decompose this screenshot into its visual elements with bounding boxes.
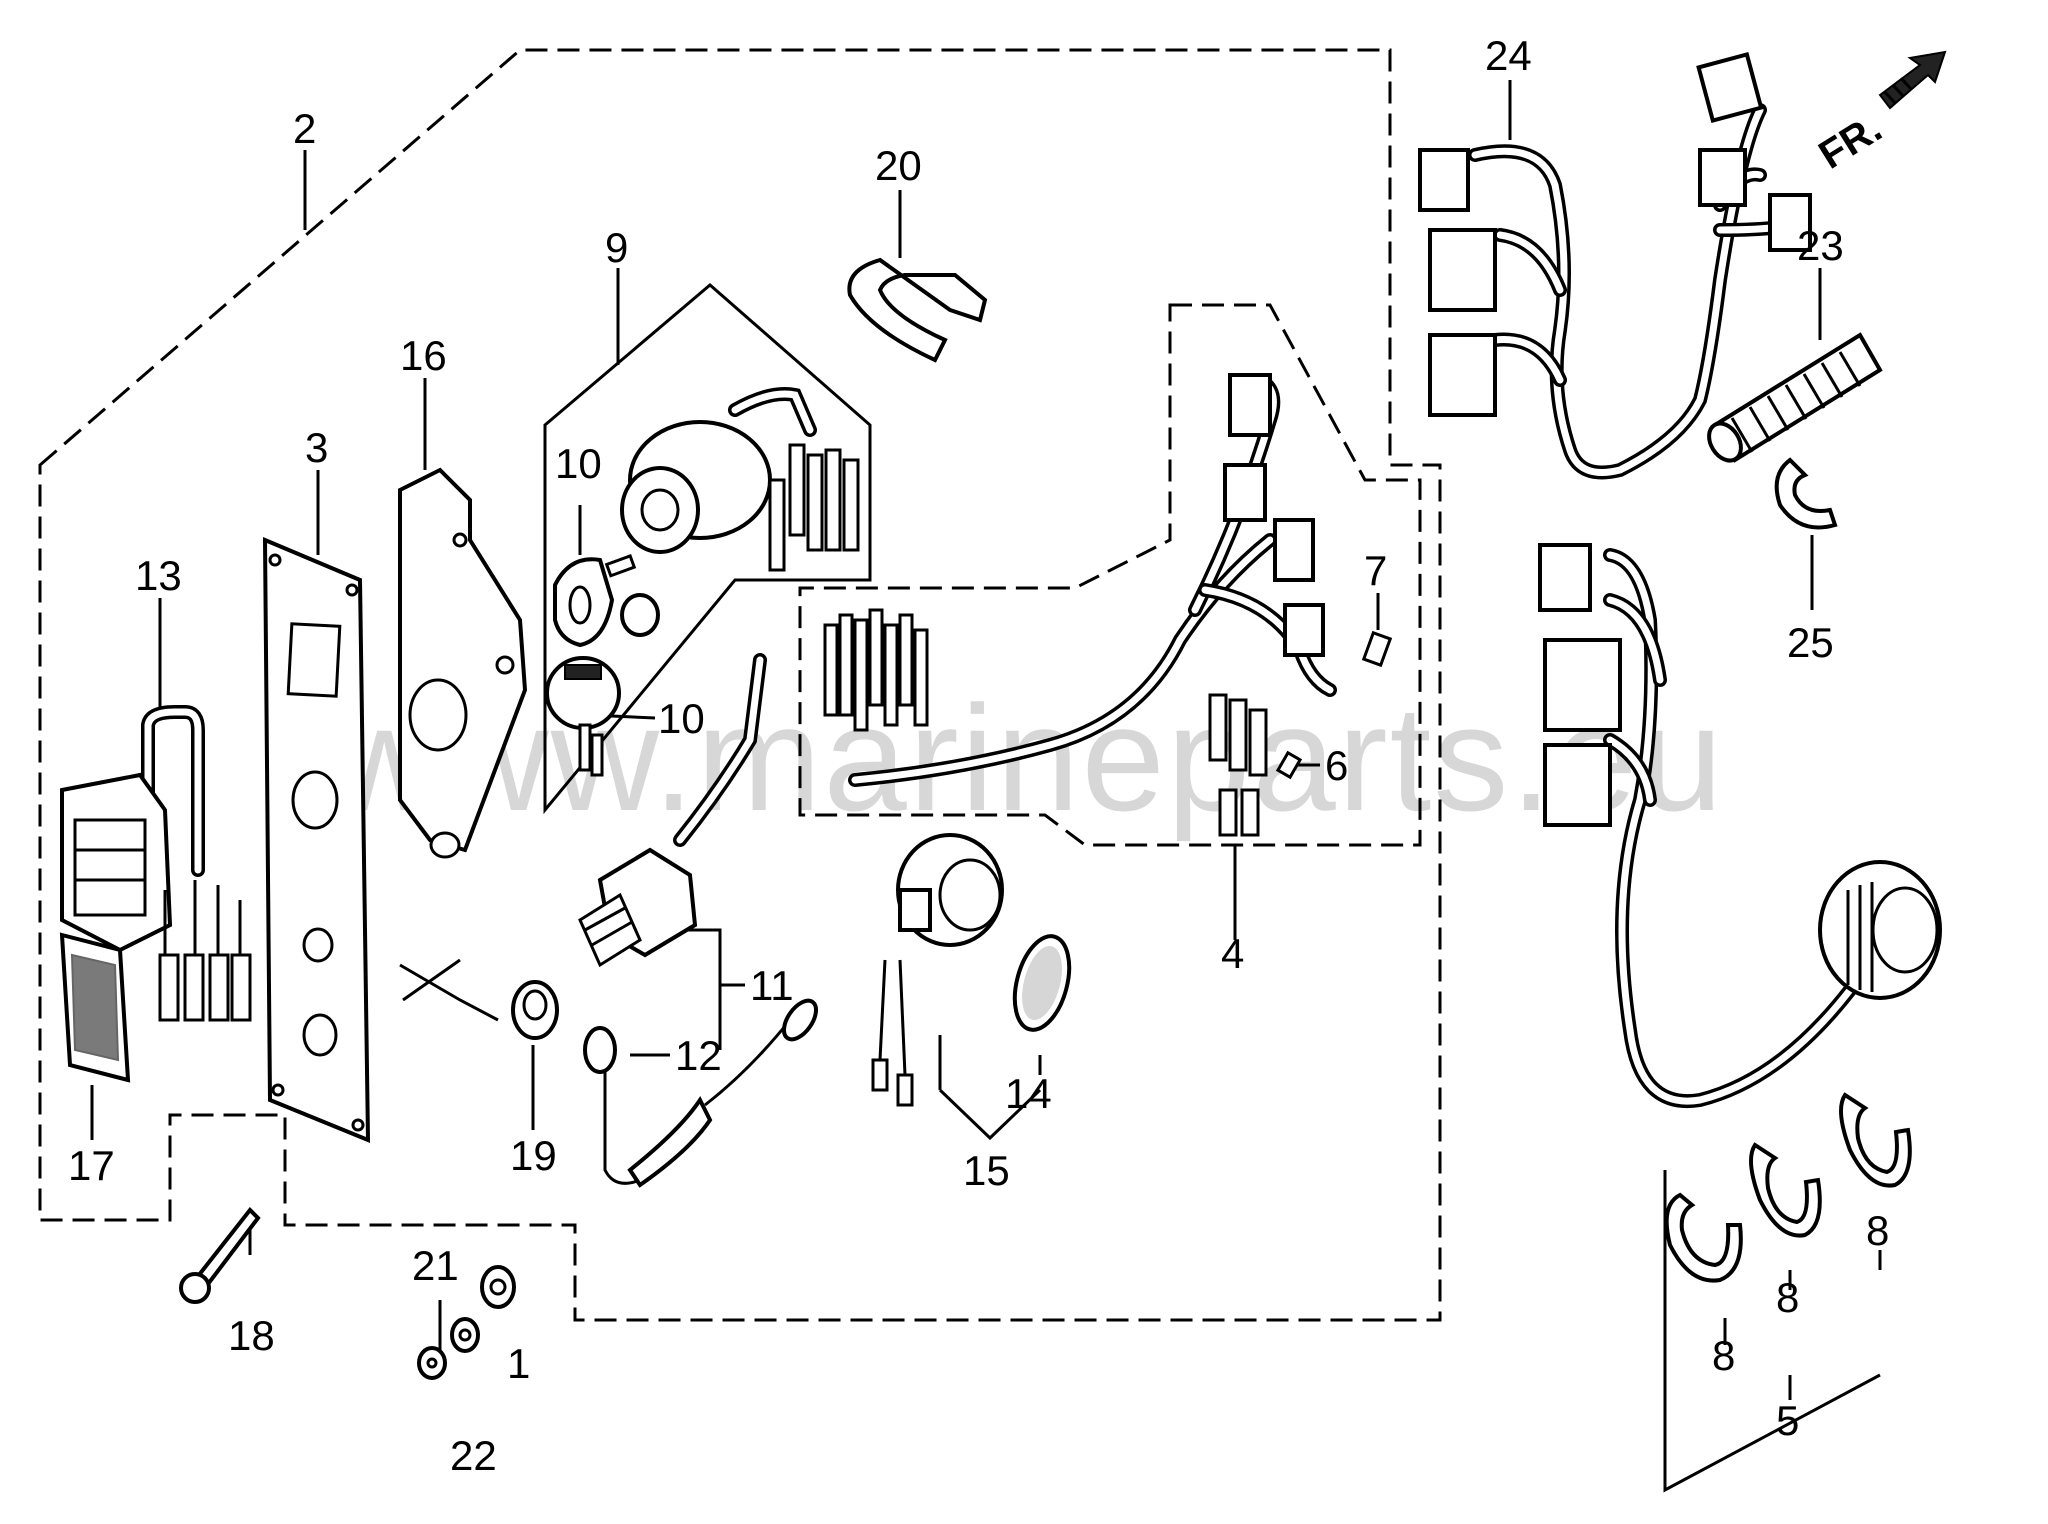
key-10-upper xyxy=(553,553,660,648)
callout-2: 2 xyxy=(293,105,316,152)
callout-14: 14 xyxy=(1005,1070,1052,1117)
cap-14 xyxy=(1012,934,1072,1032)
callout-25: 25 xyxy=(1787,619,1834,666)
callout-21: 21 xyxy=(412,1242,459,1289)
callout-9: 9 xyxy=(605,224,628,271)
ignition-switch-9 xyxy=(620,387,860,572)
sensor-11 xyxy=(578,653,767,968)
nut-1 xyxy=(480,1265,516,1309)
bracket-16 xyxy=(398,467,528,859)
callout-1: 1 xyxy=(507,1340,530,1387)
callout-16: 16 xyxy=(400,332,447,379)
callout-23: 23 xyxy=(1797,222,1844,269)
callout-7: 7 xyxy=(1364,547,1387,594)
front-marker-label: FR. xyxy=(1811,106,1889,177)
key-10-lower xyxy=(545,656,621,777)
cable-clamp-20 xyxy=(847,257,988,363)
pin-7 xyxy=(1361,630,1393,668)
callout-15: 15 xyxy=(963,1147,1010,1194)
clip-8-upper xyxy=(1839,1092,1912,1188)
callout-4: 4 xyxy=(1221,930,1244,977)
assembly-boundaries xyxy=(38,48,1881,1493)
callout-22: 22 xyxy=(450,1432,497,1479)
callout-labels: 1 2 3 4 5 6 7 8 8 8 9 10 10 11 12 13 14 … xyxy=(68,32,1889,1479)
lanyard-12 xyxy=(583,998,818,1188)
lower-harness xyxy=(1538,543,1942,1109)
upper-harness-24 xyxy=(1418,52,1812,480)
panel-plate-3 xyxy=(262,536,371,1143)
callout-10-b: 10 xyxy=(658,695,705,742)
switch-assembly-13 xyxy=(60,705,252,1022)
label-plate-17 xyxy=(59,932,131,1083)
callout-17: 17 xyxy=(68,1142,115,1189)
front-arrow-icon xyxy=(1878,50,1947,110)
callout-13: 13 xyxy=(135,552,182,599)
callout-20: 20 xyxy=(875,142,922,189)
callout-10-a: 10 xyxy=(555,440,602,487)
callout-24: 24 xyxy=(1485,32,1532,79)
callout-18: 18 xyxy=(228,1312,275,1359)
clip-8-middle xyxy=(1749,1142,1822,1238)
clip-25 xyxy=(1774,457,1838,530)
clip-8-lower xyxy=(1664,1192,1743,1283)
washer-22 xyxy=(450,1317,480,1353)
leader-lines xyxy=(90,80,1882,1400)
wiring-harness-4 xyxy=(823,373,1337,837)
callout-8-a: 8 xyxy=(1712,1332,1735,1379)
callout-6: 6 xyxy=(1325,742,1348,789)
callout-8-b: 8 xyxy=(1776,1274,1799,1321)
bolt-18 xyxy=(179,1206,261,1304)
washer-21 xyxy=(417,1346,447,1380)
callout-3: 3 xyxy=(305,424,328,471)
grommet-19 xyxy=(511,980,559,1040)
callout-12: 12 xyxy=(675,1032,722,1079)
callout-5: 5 xyxy=(1776,1397,1799,1444)
callout-8-c: 8 xyxy=(1866,1207,1889,1254)
callout-11: 11 xyxy=(750,962,794,1009)
pin-6 xyxy=(1275,750,1303,780)
callout-19: 19 xyxy=(510,1132,557,1179)
buzzer-15 xyxy=(871,833,1004,1107)
spiral-tube-23 xyxy=(1707,332,1883,463)
